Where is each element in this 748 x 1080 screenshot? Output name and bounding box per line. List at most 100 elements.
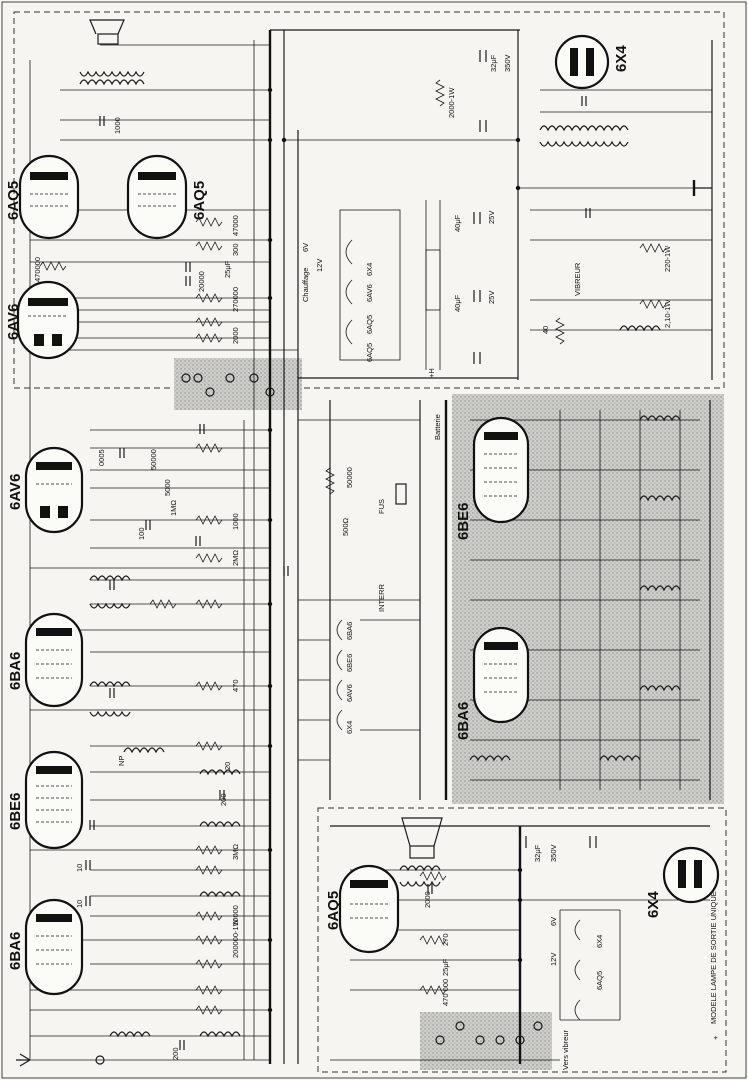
tube-label-6aq5-left: 6AQ5 <box>5 181 22 220</box>
val-32uf-b: 32μF <box>533 844 542 862</box>
label-vibreur: VIBREUR <box>573 262 582 296</box>
label-np: NP <box>117 756 126 766</box>
ground-icon <box>692 180 712 196</box>
tube-6av6-top <box>16 280 80 360</box>
val-6aq5b-chain: 6AQ5 <box>365 343 374 362</box>
tube-6be6-shaded <box>472 416 530 524</box>
val-25uf-b: 25μF <box>441 958 450 976</box>
label-interr: INTERR <box>377 584 386 613</box>
val-0005: 0005 <box>97 449 106 466</box>
val-100: 100 <box>137 527 146 540</box>
label-batterie: Batterie <box>433 414 442 440</box>
val-12v: 12V <box>315 259 324 272</box>
val-10: 10 <box>75 864 84 872</box>
val-1m: 1MΩ <box>169 500 178 516</box>
val-1000-b: 1000 <box>231 513 240 530</box>
tube-label-6ba6-lower: 6BA6 <box>7 932 24 970</box>
tube-6x4-bottom <box>662 846 720 904</box>
tube-6ba6-shaded <box>472 626 530 724</box>
tube-6aq5-bottom <box>338 864 400 954</box>
val-6be6-chain: 6BE6 <box>345 654 354 672</box>
tube-6x4-top <box>554 34 610 90</box>
val-12v-b: 12V <box>549 953 558 966</box>
antenna-terminal <box>95 1055 105 1065</box>
val-6aq5-b: 6AQ5 <box>595 971 604 990</box>
label-fus: FUS <box>377 499 386 514</box>
val-10000: 10000 <box>231 905 240 926</box>
val-32uf: 32μF <box>489 54 498 72</box>
val-25v-b: 25V <box>487 291 496 304</box>
val-40: 40 <box>541 326 550 334</box>
tube-label-6aq5-right: 6AQ5 <box>191 181 208 220</box>
switch-contacts-top <box>181 373 275 397</box>
val-470000: 470000 <box>33 257 42 282</box>
heater-chain-mid <box>336 619 421 731</box>
annotation-labels: Batterie VIBREUR INTERR FUS NP MODELE LA… <box>117 262 720 1070</box>
val-6av6-chain: 6AV6 <box>365 284 374 302</box>
val-10b: 10 <box>75 900 84 908</box>
tube-6ba6-upper-left <box>24 612 84 708</box>
component-value-labels: 47000 300 20000 25μF 470000 270000 2000 … <box>33 54 672 1060</box>
val-470: 470 <box>231 679 240 692</box>
label-plus: + <box>711 1035 720 1040</box>
val-200000-1w: 200000-1W <box>231 918 240 958</box>
label-modele: MODELE LAMPE DE SORTIE UNIQUE <box>709 891 718 1024</box>
label-h-plus: +H <box>427 368 436 378</box>
resistors <box>39 79 667 1015</box>
val-2-10-1w: 2,10-1W <box>663 299 672 328</box>
val-220-1w: 220-1W <box>663 245 672 272</box>
fuse-icon <box>395 483 407 505</box>
junction-dots <box>267 87 523 1013</box>
tube-label-6ba6-shaded: 6BA6 <box>455 702 472 740</box>
val-350v-b: 350V <box>549 844 558 862</box>
val-50000: 50000 <box>149 449 158 470</box>
val-200-b: 200 <box>171 1047 180 1060</box>
tube-label-6x4-bottom: 6X4 <box>645 891 662 918</box>
val-5000: 5000 <box>163 479 172 496</box>
speaker-bottom-icon <box>401 817 443 859</box>
heater-chain-bottom <box>559 909 621 1021</box>
single-output-block <box>317 807 727 1073</box>
val-40uf-a: 40μF <box>453 214 462 232</box>
val-6x4-b: 6X4 <box>595 935 604 948</box>
val-40uf-b: 40μF <box>453 294 462 312</box>
tube-6ba6-lower-left <box>24 898 84 996</box>
tube-label-6be6-left: 6BE6 <box>7 792 24 830</box>
val-1000: 1000 <box>113 117 122 134</box>
val-20000-b: 20 <box>223 762 232 770</box>
tube-label-6be6-shaded: 6BE6 <box>455 502 472 540</box>
bottom-switch-panel <box>420 1012 552 1070</box>
val-2000-1w: 2000-1W <box>447 87 456 118</box>
val-2000: 2000 <box>231 327 240 344</box>
label-vers-vibreur: Vers vibreur <box>561 1029 570 1070</box>
tube-label-6av6-top: 6AV6 <box>5 304 22 340</box>
tube-6aq5-left <box>18 154 80 240</box>
val-470000b: 470 000 <box>441 979 450 1006</box>
val-6ba6-chain: 6BA6 <box>345 622 354 640</box>
val-270: 270 <box>441 933 450 946</box>
val-6v-b: 6V <box>549 917 558 926</box>
tube-label-6ba6-upper: 6BA6 <box>7 652 24 690</box>
val-50000-r: 50000 <box>345 467 354 488</box>
tube-label-6x4-top: 6X4 <box>613 45 630 72</box>
val-350v: 350V <box>503 54 512 72</box>
tube-6aq5-right <box>126 154 188 240</box>
val-270000: 270000 <box>231 287 240 312</box>
val-6v: 6V <box>301 243 310 252</box>
val-6x4-chain: 6X4 <box>365 263 374 276</box>
val-6av6-chain-b: 6AV6 <box>345 684 354 702</box>
speaker-top-icon <box>89 19 125 45</box>
val-25v-a: 25V <box>487 211 496 224</box>
val-47000: 47000 <box>231 215 240 236</box>
capacitors <box>85 50 597 1050</box>
val-25uf: 25μF <box>223 260 232 278</box>
coils-transformers <box>79 70 681 1038</box>
val-6x4-chain-b: 6X4 <box>345 721 354 734</box>
power-amp-block <box>13 11 725 389</box>
val-200: 200 <box>219 793 228 806</box>
val-2m: 2MΩ <box>231 550 240 566</box>
val-2000-bottom: 2000 <box>423 891 432 908</box>
